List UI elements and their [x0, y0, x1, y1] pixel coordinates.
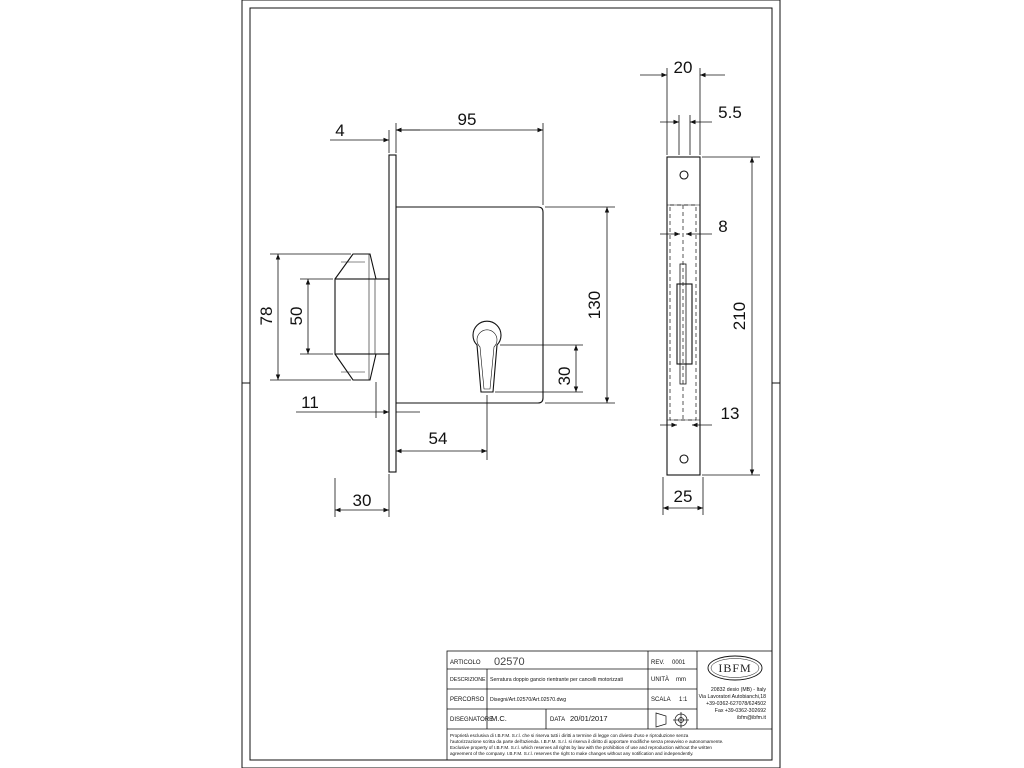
svg-text:agreement of the company. I.B.: agreement of the company. I.B.F.M. S.r.l…: [450, 751, 693, 756]
screw-hole-top: [679, 170, 689, 180]
hook-bolt: [334, 253, 390, 381]
lock-body: [396, 206, 544, 404]
percorso-label: PERCORSO: [450, 697, 485, 703]
dim-backset: 54: [429, 429, 448, 448]
dim-inner-offset: 13: [721, 404, 740, 423]
svg-text:ibfm@ibfm.it: ibfm@ibfm.it: [737, 715, 766, 721]
dim-faceplate-thickness: 4: [335, 121, 344, 140]
projection-symbol-icon: [655, 712, 689, 728]
scala-value: 1:1: [679, 697, 688, 703]
screw-hole-bottom: [679, 454, 689, 464]
front-view: [334, 154, 544, 473]
dim-side-width: 20: [674, 58, 693, 77]
articolo-value: 02570: [494, 656, 525, 668]
unita-value: mm: [676, 677, 686, 683]
keyhole: [472, 320, 502, 393]
svg-text:Proprietà esclusiva di I.B.F.M: Proprietà esclusiva di I.B.F.M. S.r.l. c…: [450, 733, 689, 738]
side-faceplate: [666, 156, 701, 476]
title-block: ARTICOLO 02570 REV. 0001 DESCRIZIONE Ser…: [446, 650, 773, 761]
front-dimension-labels: 4 95 130 30 54 11 30 78 50: [257, 110, 604, 510]
company-info: 20832 desio (MB) - Italy Via Lavoratori …: [699, 687, 767, 721]
sheet-frame: [241, 0, 781, 768]
dim-hook-height-inner: 50: [287, 307, 306, 326]
disegnatore-value: M.C.: [491, 714, 507, 723]
percorso-value: Disegni/Art.02570/Art.02570.dwg: [490, 697, 566, 703]
descrizione-value: Serratura doppio gancio rientrante per c…: [490, 677, 623, 683]
articolo-label: ARTICOLO: [450, 660, 481, 666]
faceplate: [388, 154, 397, 473]
side-dimensions: [640, 68, 760, 515]
dim-hook-offset: 11: [301, 393, 319, 412]
dim-body-height: 130: [585, 291, 604, 319]
disegnatore-label: DISEGNATORE: [450, 717, 493, 723]
svg-text:Exclusive property of I.B.F.M.: Exclusive property of I.B.F.M. S.r.l. wh…: [450, 745, 712, 750]
unita-label: UNITÀ: [651, 676, 669, 683]
dim-side-offset: 5.5: [718, 103, 742, 122]
scala-label: SCALA: [651, 697, 671, 703]
data-value: 20/01/2017: [570, 714, 608, 723]
side-dimension-labels: 20 5.5 8 210 13 25: [674, 58, 749, 506]
svg-text:IBFM: IBFM: [718, 661, 751, 675]
svg-text:20832 desio (MB) - Italy: 20832 desio (MB) - Italy: [711, 687, 766, 693]
dim-faceplate-width: 25: [674, 487, 693, 506]
svg-text:+39-0362-627078/624502: +39-0362-627078/624502: [706, 701, 766, 707]
data-label: DATA: [550, 717, 565, 723]
rev-value: 0001: [672, 660, 686, 666]
svg-text:Via Lavoratori Autobianchi,18: Via Lavoratori Autobianchi,18: [699, 694, 767, 700]
dim-faceplate-height: 210: [730, 302, 749, 330]
legal-notice: Proprietà esclusiva di I.B.F.M. S.r.l. c…: [450, 733, 723, 756]
ibfm-logo: IBFM: [707, 655, 763, 681]
side-view: [666, 156, 701, 476]
dim-keyhole-height: 30: [555, 367, 574, 386]
descrizione-label: DESCRIZIONE: [450, 677, 486, 683]
svg-text:Fax +39-0362-302692: Fax +39-0362-302692: [715, 708, 766, 714]
dim-hook-height-outer: 78: [257, 307, 276, 326]
svg-text:l'autorizzazione scritta da pa: l'autorizzazione scritta da parte dell'a…: [450, 739, 723, 744]
dim-hook-projection: 30: [353, 491, 372, 510]
rev-label: REV.: [651, 660, 665, 666]
front-dimensions: [270, 123, 615, 517]
dim-bolt-width: 8: [718, 217, 727, 236]
side-hook-slot: [676, 283, 693, 365]
dim-body-width: 95: [458, 110, 477, 129]
